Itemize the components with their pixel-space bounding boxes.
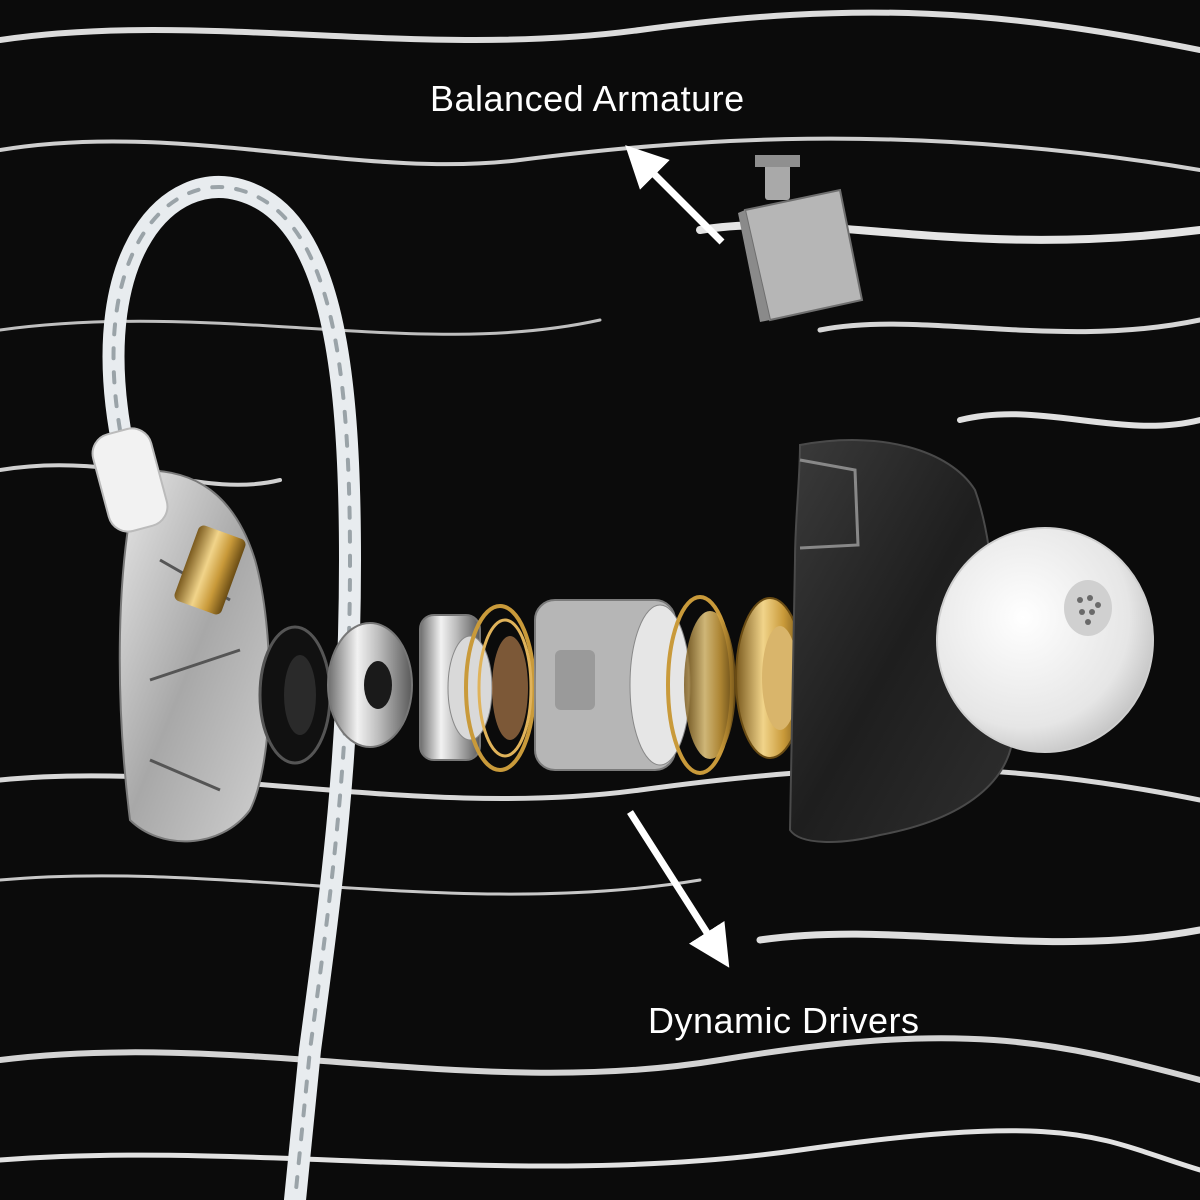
arrow-to-dynamic-drivers [627, 810, 730, 968]
balanced-armature-label: Balanced Armature [430, 78, 745, 119]
dynamic-driver-small [419, 604, 536, 772]
balanced-armature-driver [738, 155, 864, 322]
dynamic-driver-large [534, 595, 805, 775]
earphone-shell [788, 439, 1015, 843]
faceplate [91, 427, 271, 843]
arrow-to-balanced-armature [625, 145, 725, 245]
black-ring [258, 625, 332, 765]
silver-washer [327, 622, 413, 748]
braided-cable [102, 176, 362, 1200]
dynamic-drivers-label: Dynamic Drivers [648, 1000, 920, 1041]
ear-tip [936, 527, 1154, 753]
